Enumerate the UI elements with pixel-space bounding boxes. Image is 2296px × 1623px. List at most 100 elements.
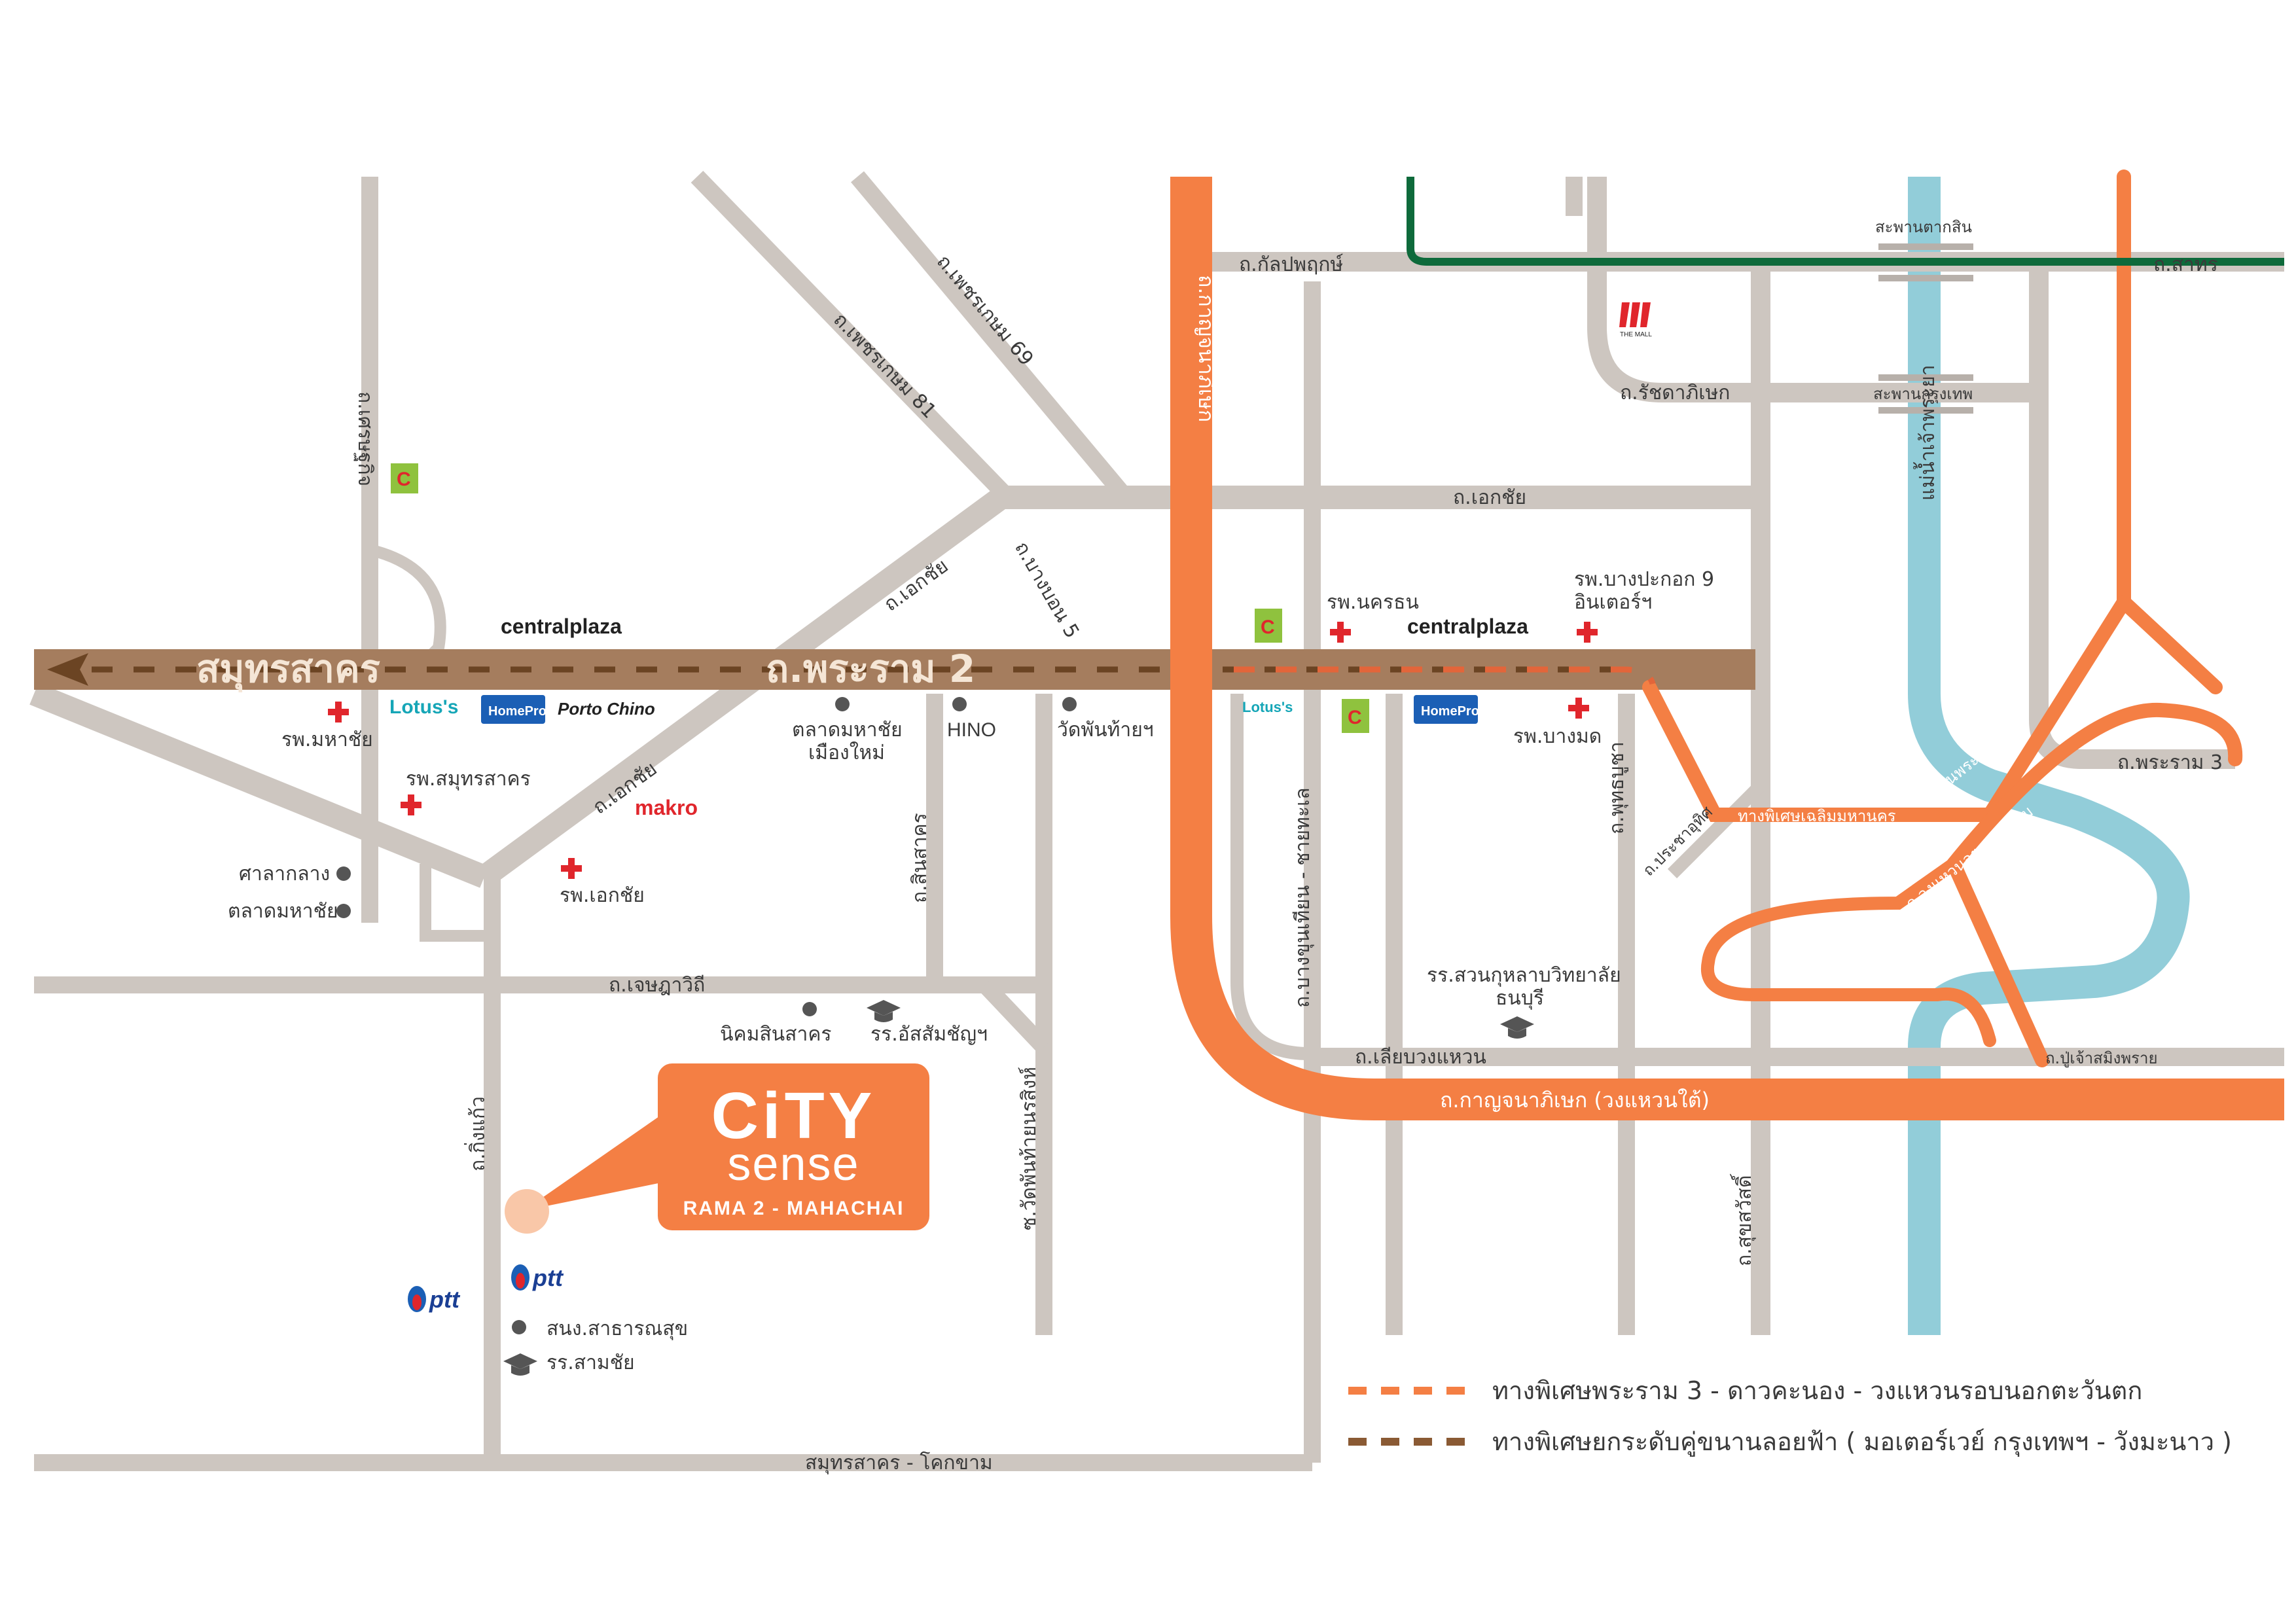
label-phutthabucha: ถ.พุทธบูชา (1605, 741, 1629, 834)
label-watphanthai: ซ.วัดพันท้ายนรสิงห์ (1018, 1067, 1041, 1230)
label-chetsadawithi: ถ.เจษฎาวิถี (609, 974, 705, 997)
label-ekachai-top: ถ.เอกชัย (1453, 486, 1526, 509)
label-hosp-nakhon: รพ.นครธน (1327, 591, 1419, 614)
label-chaloem: ทางพิเศษเฉลิมมหานคร (1738, 807, 1896, 825)
local-roads (29, 170, 2284, 1471)
hospital-icon (1330, 622, 1351, 643)
homepro-logo-right: HomePro (1414, 695, 1479, 724)
dot-marker (952, 697, 967, 711)
label-hosp-ekachai: รพ.เอกชัย (560, 884, 645, 907)
dot-marker (336, 866, 351, 881)
label-sinsakhon: ถ.สินสาคร (908, 813, 931, 903)
label-suksawat: ถ.สุขสวัสดิ์ (1730, 1173, 1757, 1266)
svg-text:THE MALL: THE MALL (1620, 331, 1652, 338)
label-kanchanaphisek-vertical: ถ.กาญจนาภิเษก (1194, 275, 1219, 422)
orange-expressways (1642, 169, 2243, 1067)
kanchanaphisek-road (1170, 177, 2284, 1120)
makro-logo: makro (635, 796, 698, 819)
label-phetkasem69: ถ.เพชรเกษม 69 (932, 251, 1038, 370)
label-hosp-bangpakok: รพ.บางปะกอก 9 (1574, 568, 1714, 591)
lotus-logo-left: Lotus's (389, 696, 458, 718)
dot-marker (512, 1320, 526, 1334)
label-health-office: สนง.สาธารณสุข (547, 1317, 688, 1341)
ptt-logo: ptt (511, 1264, 564, 1291)
label-ratchadaphisek: ถ.รัชดาภิเษก (1620, 382, 1730, 404)
the-mall-logo: THE MALL (1619, 302, 1652, 338)
rama2-highway (34, 649, 1755, 690)
project-pointer (505, 1106, 684, 1234)
label-bangbon5: ถ.บางบอน 5 (1010, 538, 1084, 643)
svg-text:C: C (1261, 616, 1275, 638)
svg-text:ptt: ptt (429, 1286, 461, 1313)
project-name-bottom: sense (727, 1138, 860, 1190)
hospital-icons (328, 622, 1598, 879)
label-hosp-mahachai: รพ.มหาชัย (281, 728, 373, 751)
place-labels: รพ.มหาชัย รพ.สมุทรสาคร รพ.เอกชัย รพ.นครธ… (228, 568, 1714, 1374)
label-suan-kularb2: ธนบุรี (1496, 987, 1544, 1010)
label-setthakit: ถ.เศรษฐกิจ (353, 391, 376, 486)
location-dots (336, 697, 1077, 1334)
svg-text:C: C (1348, 707, 1362, 728)
label-samutsakhon-khokkham: สมุทรสาคร - โคกขาม (805, 1451, 993, 1475)
label-talat-new2: เมืองใหม่ (808, 741, 885, 764)
label-rr-assumption: รร.อัสสัมชัญฯ (870, 1023, 988, 1046)
label-wat-phanthai: วัดพันท้ายฯ (1057, 719, 1154, 741)
label-kingkaew: ถ.กิ่งแก้ว (464, 1096, 490, 1171)
ptt-logo: ptt (408, 1286, 461, 1313)
project-card: CiTY sense RAMA 2 - MAHACHAI (658, 1063, 929, 1230)
label-bangkhunthian: ถ.บางขุนเทียน - ชายทะเล (1291, 787, 1315, 1008)
dot-marker (1062, 697, 1077, 711)
green-rail-line (1407, 177, 2284, 266)
bridge-markers (1878, 243, 1973, 414)
lotus-logo-right: Lotus's (1242, 699, 1293, 715)
project-name-top: CiTY (711, 1079, 876, 1152)
west-arrow-icon (47, 653, 88, 686)
label-taksin-bridge: สะพานตากสิน (1875, 218, 1972, 236)
label-kanlapaphruek: ถ.กัลปพฤกษ์ (1239, 253, 1343, 276)
label-kanchanaphisek-ring: ถ.กาญจนาภิเษก (วงแหวนใต้) (1440, 1088, 1710, 1113)
central-logo-left: centralplaza (501, 615, 622, 638)
svg-text:HomePro: HomePro (488, 704, 547, 719)
label-hino: HINO (947, 719, 996, 741)
project-location-marker (505, 1189, 549, 1234)
school-icons (503, 1000, 1534, 1376)
svg-text:HomePro: HomePro (1421, 704, 1479, 719)
legend: ทางพิเศษพระราม 3 - ดาวคะนอง - วงแหวนรอบน… (1348, 1376, 2232, 1457)
label-hosp-samutsakhon: รพ.สมุทรสาคร (406, 768, 531, 791)
legend-brown-text: ทางพิเศษยกระดับคู่ขนานลอยฟ้า ( มอเตอร์เว… (1492, 1427, 2232, 1457)
label-pu-chao: ถ.ปู่เจ้าสมิงพราย (2045, 1049, 2158, 1068)
svg-text:ptt: ptt (532, 1264, 564, 1291)
bigc-logo: C (1255, 609, 1282, 643)
label-rama2-left: สมุทรสาคร (196, 647, 380, 693)
label-hosp-bangmod: รพ.บางมด (1513, 725, 1602, 748)
legend-orange-text: ทางพิเศษพระราม 3 - ดาวคะนอง - วงแหวนรอบน… (1492, 1376, 2142, 1405)
orange-dashed-segment (1234, 666, 1656, 685)
label-nikhom: นิคมสินสาคร (720, 1023, 832, 1046)
hospital-icon (561, 858, 582, 879)
graduation-cap-icon (867, 1000, 901, 1022)
label-krungthep-bridge: สะพานกรุงเทพ (1873, 385, 1973, 404)
label-liap-wongwaen: ถ.เลียบวงแหวน (1355, 1046, 1486, 1069)
label-suan-kularb1: รร.สวนกุหลาบวิทยาลัย (1427, 964, 1621, 988)
hospital-icon (1568, 698, 1589, 719)
hospital-icon (328, 702, 349, 722)
label-hosp-bangpakok2: อินเตอร์ฯ (1574, 591, 1652, 614)
label-talat-mahachai: ตลาดมหาชัย (228, 900, 338, 923)
bigc-logo: C (1342, 699, 1369, 733)
graduation-cap-icon (1500, 1016, 1534, 1039)
brand-logos: centralplaza centralplaza Lotus's Lotus'… (389, 302, 1652, 1313)
project-tagline: RAMA 2 - MAHACHAI (683, 1198, 905, 1219)
svg-text:C: C (397, 469, 411, 490)
dot-marker (336, 904, 351, 918)
central-logo-right: centralplaza (1407, 615, 1528, 638)
label-sathon: ถ.สาทร (2153, 253, 2218, 276)
homepro-logo-left: HomePro (481, 695, 547, 724)
dot-marker (802, 1002, 817, 1016)
dot-marker (835, 697, 850, 711)
graduation-cap-icon (503, 1353, 537, 1376)
porto-logo: Porto Chino (558, 699, 655, 719)
label-phetkasem81: ถ.เพชรเกษม 81 (829, 308, 941, 423)
hospital-icon (1577, 622, 1598, 643)
label-rama2-center: ถ.พระราม 2 (766, 647, 975, 691)
